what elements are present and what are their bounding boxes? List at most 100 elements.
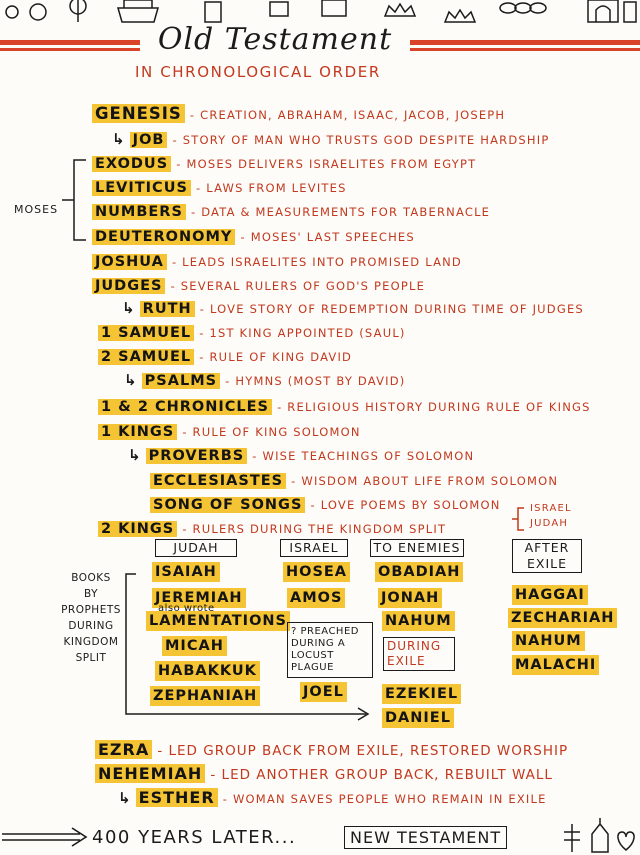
- row-job: ↳ JOB - STORY OF MAN WHO TRUSTS GOD DESP…: [112, 129, 549, 150]
- book-psalms: PSALMS: [141, 373, 221, 389]
- crown-icon: [443, 8, 477, 23]
- gate-icon: [587, 0, 619, 23]
- book-haggai: HAGGAI: [512, 585, 588, 605]
- row-ezra: EZRA - LED GROUP BACK FROM EXILE, RESTOR…: [95, 739, 568, 761]
- sub-arrow-icon: ↳: [118, 789, 131, 807]
- title-rule-right: [410, 40, 640, 45]
- book-ruth: RUTH: [139, 301, 195, 317]
- prophets-label-line: BY: [83, 588, 99, 600]
- book-amos: AMOS: [287, 588, 346, 608]
- row-leviticus: LEVITICUS - LAWS FROM LEVITES: [92, 177, 347, 198]
- book-1kings: 1 KINGS: [98, 424, 178, 440]
- chain-icon: [499, 2, 517, 14]
- desc-ecclesiastes: - WISDOM ABOUT LIFE FROM SOLOMON: [291, 474, 559, 488]
- tablet-icon: [204, 1, 222, 23]
- note-locust-plague: ? PREACHED DURING A LOCUST PLAGUE: [287, 622, 373, 678]
- desc-joshua: - LEADS ISRAELITES INTO PROMISED LAND: [171, 255, 462, 269]
- note-also-wrote: also wrote: [158, 603, 215, 614]
- prophets-label-line: PROPHETS: [61, 604, 121, 616]
- book-ecclesiastes: ECCLESIASTES: [150, 473, 287, 489]
- book-isaiah: ISAIAH: [152, 562, 220, 582]
- desc-numbers: - DATA & MEASUREMENTS FOR TABERNACLE: [191, 205, 491, 219]
- book-1samuel: 1 SAMUEL: [98, 325, 195, 341]
- row-1kings: 1 KINGS - RULE OF KING SOLOMON: [98, 421, 361, 442]
- prophets-label-line: SPLIT: [75, 652, 107, 664]
- book-zephaniah: ZEPHANIAH: [150, 686, 261, 706]
- book-jeremiah: JEREMIAH: [152, 588, 246, 608]
- book-obadiah: OBADIAH: [375, 562, 464, 582]
- book-habakkuk: HABAKKUK: [155, 661, 260, 681]
- desc-psalms: - HYMNS (MOST BY DAVID): [225, 374, 406, 388]
- row-2samuel: 2 SAMUEL - RULE OF KING DAVID: [98, 346, 352, 367]
- book-hosea: HOSEA: [283, 562, 351, 582]
- row-psalms: ↳ PSALMS - HYMNS (MOST BY DAVID): [124, 370, 406, 391]
- during-exile-box: DURING EXILE: [383, 637, 455, 671]
- desc-ruth: - LOVE STORY OF REDEMPTION DURING TIME O…: [199, 302, 584, 316]
- header-to-enemies: TO ENEMIES: [370, 539, 464, 557]
- book-numbers: NUMBERS: [92, 204, 186, 220]
- desc-job: - STORY OF MAN WHO TRUSTS GOD DESPITE HA…: [172, 133, 550, 147]
- title-rule-left-thin: [0, 48, 140, 51]
- page-subtitle: IN CHRONOLOGICAL ORDER: [135, 63, 381, 81]
- desc-chronicles: - RELIGIOUS HISTORY DURING RULE OF KINGS: [277, 400, 591, 414]
- cross-icon: [564, 824, 580, 852]
- row-nehemiah: NEHEMIAH - LED ANOTHER GROUP BACK, REBUI…: [95, 763, 553, 785]
- footer-new-testament: NEW TESTAMENT: [344, 826, 508, 849]
- row-ruth: ↳ RUTH - LOVE STORY OF REDEMPTION DURING…: [122, 298, 584, 319]
- desc-proverbs: - WISE TEACHINGS OF SOLOMON: [252, 449, 475, 463]
- footer-later: 400 YEARS LATER...: [92, 827, 297, 848]
- row-2kings: 2 KINGS - RULERS DURING THE KINGDOM SPLI…: [98, 518, 446, 539]
- book-deuteronomy: DEUTERONOMY: [92, 229, 236, 245]
- book-exodus: EXODUS: [92, 156, 172, 172]
- doodle-strip: [5, 0, 637, 23]
- sub-arrow-icon: ↳: [112, 130, 125, 148]
- desc-ezra: - LED GROUP BACK FROM EXILE, RESTORED WO…: [157, 743, 569, 759]
- book-zechariah: ZECHARIAH: [508, 608, 618, 628]
- prophets-label-line: DURING: [68, 620, 114, 632]
- footer-doodles: [564, 818, 635, 853]
- row-numbers: NUMBERS - DATA & MEASUREMENTS FOR TABERN…: [92, 201, 490, 222]
- split-judah: JUDAH: [530, 518, 569, 529]
- desc-deuteronomy: - MOSES' LAST SPEECHES: [240, 230, 415, 244]
- prophets-label-line: KINGDOM: [63, 636, 119, 648]
- desc-2samuel: - RULE OF KING DAVID: [199, 350, 353, 364]
- sub-arrow-icon: ↳: [122, 299, 135, 317]
- book-ezra: EZRA: [95, 740, 153, 759]
- book-job: JOB: [129, 132, 168, 148]
- row-deuteronomy: DEUTERONOMY - MOSES' LAST SPEECHES: [92, 226, 415, 247]
- heart-icon: [617, 831, 635, 851]
- row-exodus: EXODUS - MOSES DELIVERS ISRAELITES FROM …: [92, 153, 476, 174]
- book-2samuel: 2 SAMUEL: [98, 349, 195, 365]
- book-malachi: MALACHI: [512, 655, 600, 675]
- desc-leviticus: - LAWS FROM LEVITES: [196, 181, 347, 195]
- row-esther: ↳ ESTHER - WOMAN SAVES PEOPLE WHO REMAIN…: [118, 787, 547, 809]
- page-title: Old Testament: [157, 22, 393, 57]
- book-joel: JOEL: [300, 682, 347, 702]
- book-nahum-enemies: NAHUM: [382, 611, 455, 631]
- row-genesis: GENESIS - CREATION, ABRAHAM, ISAAC, JACO…: [92, 103, 505, 125]
- moses-bracket: [62, 159, 86, 241]
- book-daniel: DANIEL: [382, 708, 454, 728]
- desc-genesis: - CREATION, ABRAHAM, ISAAC, JACOB, JOSEP…: [189, 108, 506, 122]
- row-judges: JUDGES - SEVERAL RULERS OF GOD'S PEOPLE: [92, 275, 425, 296]
- desc-esther: - WOMAN SAVES PEOPLE WHO REMAIN IN EXILE: [222, 792, 547, 806]
- book-ezekiel: EZEKIEL: [382, 684, 462, 704]
- temple-icon: [623, 1, 637, 23]
- book-chronicles: 1 & 2 CHRONICLES: [98, 399, 272, 415]
- book-2kings: 2 KINGS: [98, 521, 178, 537]
- book-judges: JUDGES: [92, 278, 166, 294]
- sun-icon: [5, 5, 19, 19]
- row-chronicles: 1 & 2 CHRONICLES - RELIGIOUS HISTORY DUR…: [98, 396, 591, 417]
- sub-arrow-icon: ↳: [124, 371, 137, 389]
- moses-label: MOSES: [14, 203, 59, 216]
- desc-judges: - SEVERAL RULERS OF GOD'S PEOPLE: [170, 279, 426, 293]
- desc-2kings: - RULERS DURING THE KINGDOM SPLIT: [182, 522, 447, 536]
- sub-arrow-icon: ↳: [128, 446, 141, 464]
- header-israel: ISRAEL: [280, 539, 348, 557]
- row-joshua: JOSHUA - LEADS ISRAELITES INTO PROMISED …: [92, 251, 462, 272]
- desc-songofsongs: - LOVE POEMS BY SOLOMON: [310, 498, 501, 512]
- book-lamentations: LAMENTATIONS: [146, 611, 290, 631]
- split-israel: ISRAEL: [530, 503, 572, 514]
- book-songofsongs: SONG OF SONGS: [150, 497, 306, 513]
- prophets-label: BOOKS BY PROPHETS DURING KINGDOM SPLIT: [60, 570, 122, 666]
